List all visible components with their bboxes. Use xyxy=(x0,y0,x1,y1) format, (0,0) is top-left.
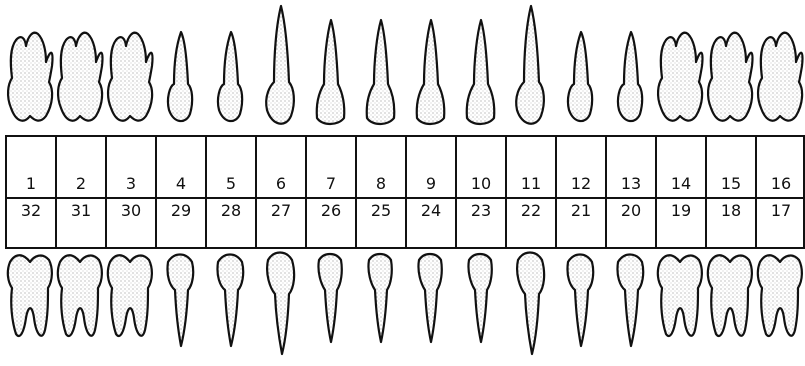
tooth-number-lower: 23 xyxy=(456,202,506,220)
tooth-number-upper: 15 xyxy=(706,175,756,193)
upper-tooth-canine xyxy=(516,6,544,124)
tooth-number-upper: 5 xyxy=(206,175,256,193)
lower-tooth-premolar xyxy=(567,255,593,347)
lower-teeth-row xyxy=(8,253,802,355)
lower-tooth-incisor xyxy=(368,254,391,342)
tooth-number-lower: 17 xyxy=(756,202,805,220)
tooth-number-lower: 32 xyxy=(6,202,56,220)
tooth-number-upper: 10 xyxy=(456,175,506,193)
tooth-number-lower: 29 xyxy=(156,202,206,220)
upper-tooth-molar xyxy=(658,33,702,121)
tooth-number-upper: 9 xyxy=(406,175,456,193)
upper-tooth-canine xyxy=(266,6,294,124)
tooth-number-upper: 6 xyxy=(256,175,306,193)
upper-tooth-premolar xyxy=(568,32,592,121)
lower-tooth-molar xyxy=(8,255,52,336)
tooth-number-upper: 13 xyxy=(606,175,656,193)
lower-tooth-canine xyxy=(267,253,294,355)
tooth-number-lower: 21 xyxy=(556,202,606,220)
tooth-number-upper: 7 xyxy=(306,175,356,193)
upper-tooth-molar xyxy=(758,33,802,121)
tooth-number-lower: 22 xyxy=(506,202,556,220)
lower-tooth-premolar xyxy=(217,255,243,347)
tooth-number-lower: 18 xyxy=(706,202,756,220)
upper-tooth-incisor xyxy=(317,20,344,124)
tooth-number-upper: 8 xyxy=(356,175,406,193)
upper-tooth-incisor xyxy=(367,20,394,124)
tooth-number-upper: 16 xyxy=(756,175,805,193)
lower-tooth-incisor xyxy=(418,254,441,342)
lower-tooth-premolar xyxy=(617,255,643,347)
tooth-number-upper: 2 xyxy=(56,175,106,193)
upper-tooth-molar xyxy=(8,33,52,121)
tooth-number-lower: 26 xyxy=(306,202,356,220)
upper-tooth-premolar xyxy=(168,32,192,121)
lower-tooth-molar xyxy=(58,255,102,336)
upper-tooth-incisor xyxy=(467,20,494,124)
upper-tooth-premolar xyxy=(618,32,642,121)
upper-tooth-molar xyxy=(108,33,152,121)
lower-tooth-premolar xyxy=(167,255,193,347)
tooth-number-upper: 14 xyxy=(656,175,706,193)
tooth-number-upper: 4 xyxy=(156,175,206,193)
upper-tooth-premolar xyxy=(218,32,242,121)
tooth-number-lower: 20 xyxy=(606,202,656,220)
lower-tooth-molar xyxy=(108,255,152,336)
lower-tooth-incisor xyxy=(468,254,491,342)
tooth-number-lower: 31 xyxy=(56,202,106,220)
lower-tooth-molar xyxy=(658,255,702,336)
tooth-number-upper: 11 xyxy=(506,175,556,193)
tooth-number-lower: 30 xyxy=(106,202,156,220)
tooth-number-lower: 27 xyxy=(256,202,306,220)
lower-tooth-incisor xyxy=(318,254,341,342)
tooth-number-lower: 28 xyxy=(206,202,256,220)
tooth-number-upper: 3 xyxy=(106,175,156,193)
lower-tooth-molar xyxy=(708,255,752,336)
lower-tooth-molar xyxy=(758,255,802,336)
upper-tooth-molar xyxy=(58,33,102,121)
upper-teeth-row xyxy=(8,6,802,124)
lower-tooth-canine xyxy=(517,253,544,355)
upper-tooth-incisor xyxy=(417,20,444,124)
tooth-number-lower: 25 xyxy=(356,202,406,220)
tooth-number-upper: 12 xyxy=(556,175,606,193)
upper-tooth-molar xyxy=(708,33,752,121)
tooth-number-lower: 19 xyxy=(656,202,706,220)
tooth-number-upper: 1 xyxy=(6,175,56,193)
tooth-number-lower: 24 xyxy=(406,202,456,220)
